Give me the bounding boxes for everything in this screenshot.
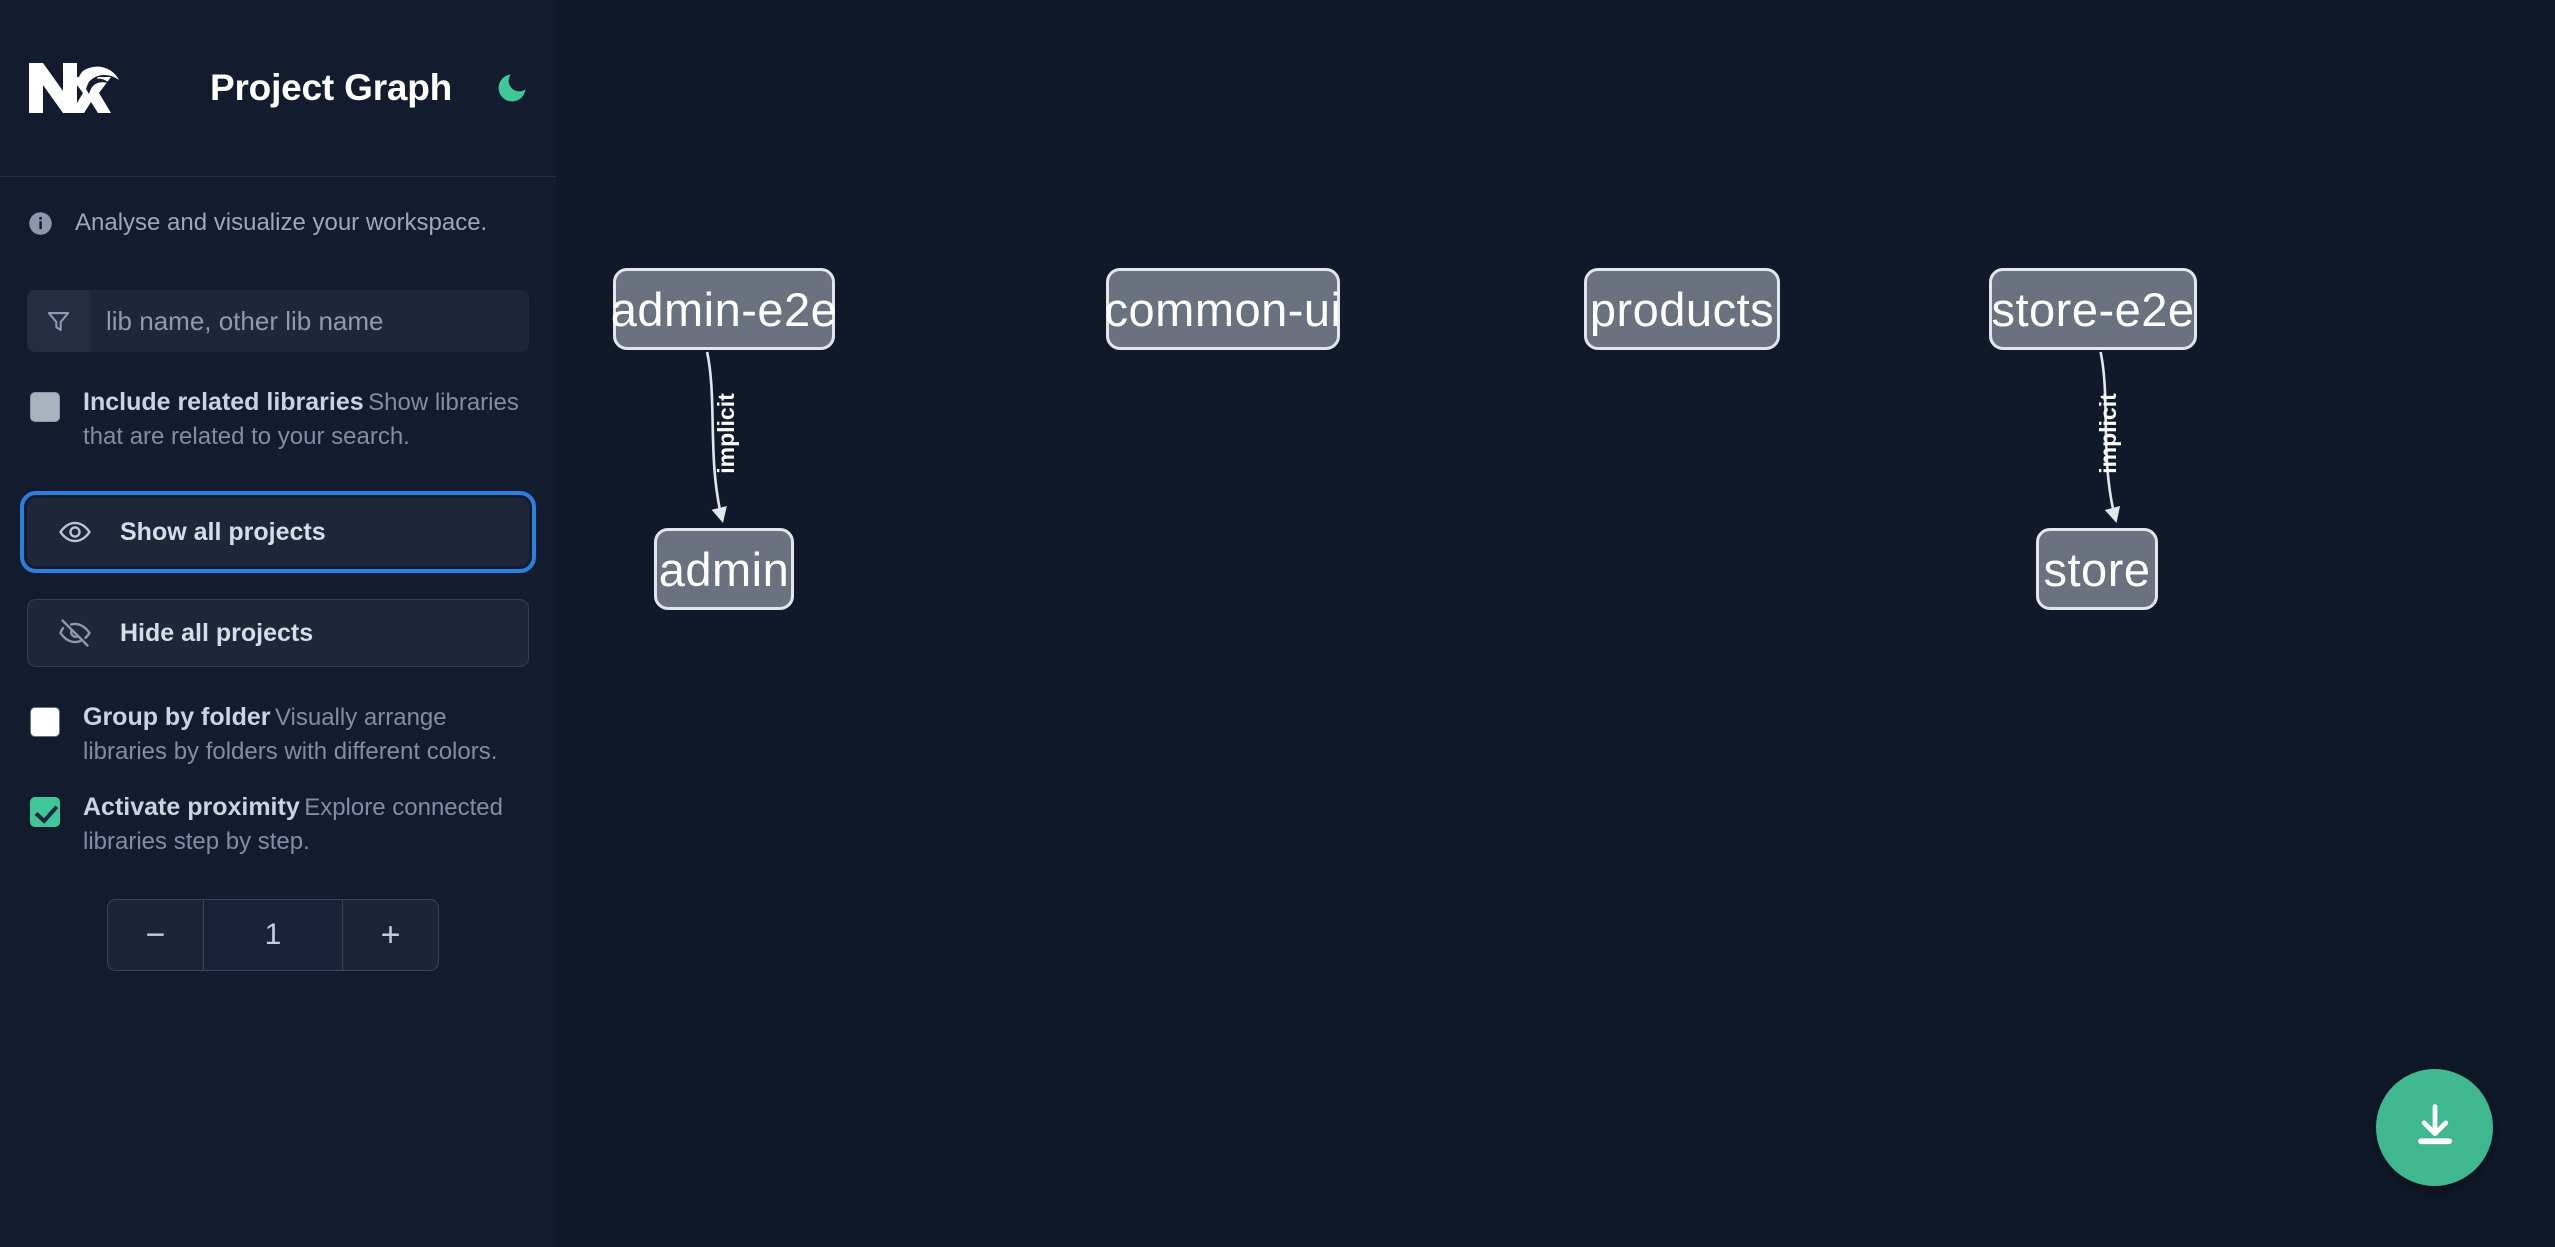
option-title: Group by folder [83,703,271,732]
download-graph-button[interactable] [2376,1069,2493,1186]
nx-logo-icon [27,55,123,121]
graph-edges [705,351,2121,524]
option-text: Include related libraries Show libraries… [83,386,523,454]
info-icon [27,210,54,237]
option-subtitle: Show libraries that are related to your … [83,389,519,451]
search-input[interactable] [90,290,529,352]
funnel-icon [27,290,90,352]
page-title: Project Graph [210,67,453,108]
stepper-value: 1 [204,900,342,971]
option-include-related-libraries[interactable]: Include related libraries Show libraries… [0,352,556,454]
option-subtitle: Explore connected libraries step by step… [83,794,503,856]
checkbox-group-by-folder[interactable] [30,707,60,738]
option-title: Activate proximity [83,793,300,822]
graph-canvas[interactable]: implicit implicit admin-e2e common-ui pr… [556,0,2555,1247]
moon-icon[interactable] [490,66,534,110]
option-text: Group by folder Visually arrange librari… [83,701,523,769]
sidebar: Project Graph Analyse and visualize your… [0,0,556,1247]
option-activate-proximity[interactable]: Activate proximity Explore connected lib… [0,769,556,859]
proximity-stepper-wrap: − 1 + [0,859,556,972]
option-group-by-folder[interactable]: Group by folder Visually arrange librari… [0,667,556,769]
option-subtitle: Visually arrange libraries by folders wi… [83,704,498,766]
stepper-decrement-button[interactable]: − [108,900,204,971]
graph-node-common-ui[interactable]: common-ui [1105,268,1341,350]
graph-node-products[interactable]: products [1584,268,1780,350]
graph-node-store-e2e[interactable]: store-e2e [1989,268,2197,350]
graph-node-store[interactable]: store [2036,528,2158,610]
search-filter-box[interactable] [27,290,529,352]
edge-label-admin-implicit: implicit [712,393,739,474]
option-text: Activate proximity Explore connected lib… [83,791,523,859]
sidebar-description: Analyse and visualize your workspace. [0,177,556,237]
filter-section [0,237,556,352]
edge-label-store-implicit: implicit [2094,393,2121,474]
eye-icon [58,515,92,549]
graph-node-admin-e2e[interactable]: admin-e2e [611,268,837,350]
show-all-projects-button[interactable]: Show all projects [20,491,536,574]
checkbox-include-related-libraries [30,392,60,422]
sidebar-header: Project Graph [0,0,556,177]
eye-slash-icon [58,616,92,650]
download-icon [2409,1099,2461,1156]
option-title: Include related libraries [83,388,364,416]
stepper-increment-button[interactable]: + [342,900,438,971]
show-all-projects-label: Show all projects [120,517,326,546]
hide-all-projects-button[interactable]: Hide all projects [27,599,529,668]
proximity-stepper: − 1 + [107,899,439,972]
hide-all-projects-label: Hide all projects [120,618,314,647]
sidebar-description-text: Analyse and visualize your workspace. [75,209,488,236]
checkbox-activate-proximity[interactable] [30,797,60,828]
graph-node-admin[interactable]: admin [654,528,794,610]
visibility-buttons: Show all projects Hide all projects [0,454,556,668]
